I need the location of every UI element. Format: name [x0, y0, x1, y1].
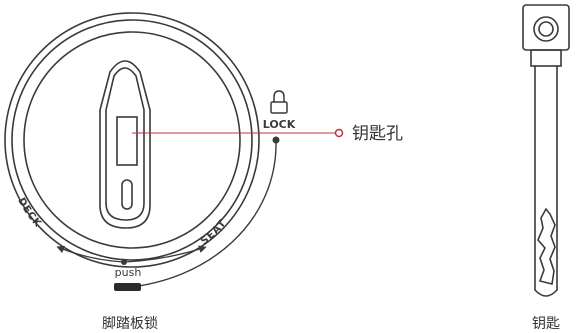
padlock-icon [270, 90, 288, 114]
lock-inner-ring [23, 31, 241, 249]
keyhole-callout-dot [334, 128, 344, 138]
key-collar [530, 49, 562, 67]
push-release-arc [119, 139, 277, 289]
handle-grip-slot [121, 179, 133, 210]
push-button[interactable] [114, 283, 141, 291]
key-ring-hole-outer [533, 16, 559, 42]
lock-outer-ring [4, 12, 260, 268]
pedal-lock [4, 12, 260, 268]
rotation-arc-left [56, 245, 125, 263]
key-caption: 钥匙 [532, 316, 560, 332]
key-bit-cut [537, 207, 556, 285]
push-label: push [115, 266, 142, 279]
push-point-dot [121, 259, 127, 265]
lock-position-label: LOCK [263, 118, 296, 131]
key-shaft [534, 66, 558, 297]
key [522, 4, 570, 297]
key-ring-hole-inner [538, 21, 554, 37]
keyhole-slot [116, 116, 138, 166]
rotation-arc-right [123, 245, 207, 263]
lock-handle[interactable] [99, 60, 151, 229]
key-head [522, 4, 570, 51]
lock-middle-ring [11, 19, 253, 261]
keyhole-label: 钥匙孔 [352, 124, 403, 144]
lock-caption: 脚踏板锁 [102, 316, 158, 332]
